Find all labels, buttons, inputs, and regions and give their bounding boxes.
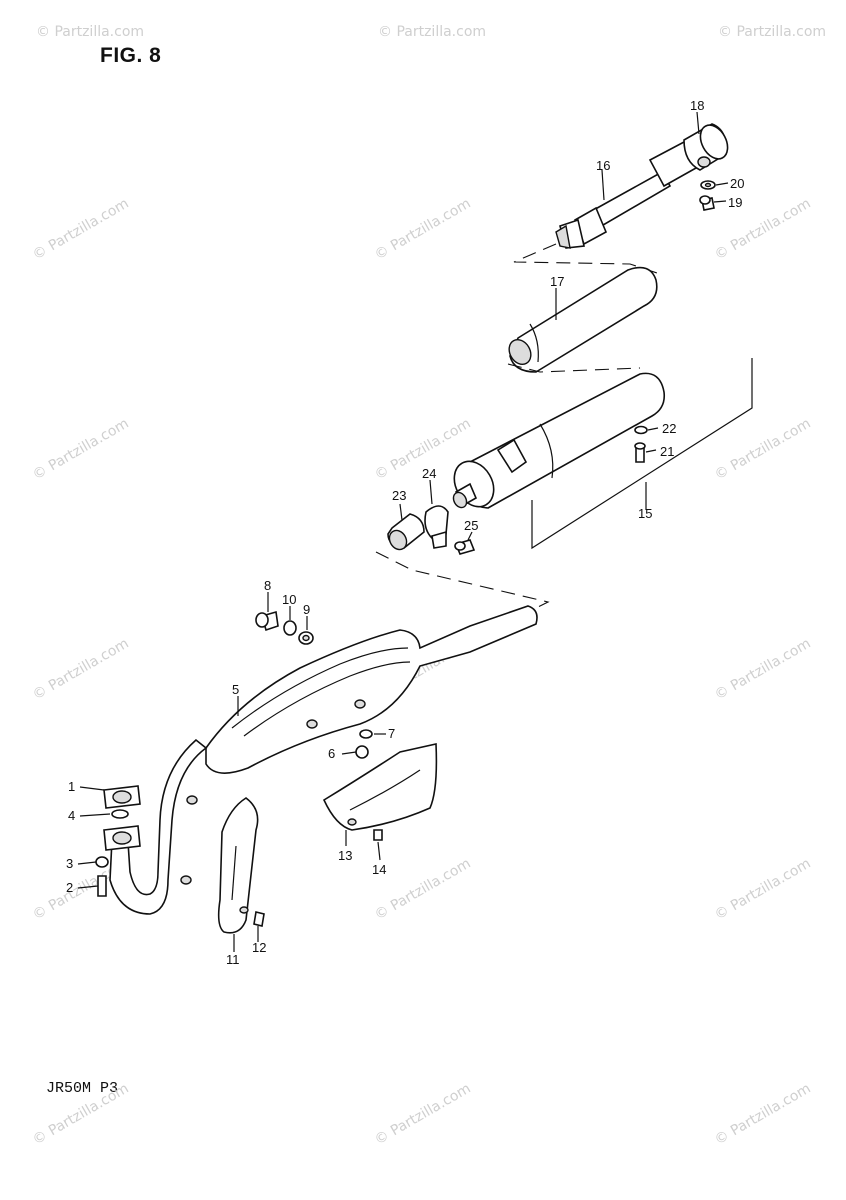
leader-lines — [77, 111, 729, 952]
callout-19: 19 — [728, 195, 742, 210]
part-7-washer — [359, 729, 373, 739]
callout-14: 14 — [372, 862, 386, 877]
pipe-flange — [103, 825, 141, 851]
watermark: © Partzilla.com — [36, 24, 144, 40]
callout-4: 4 — [68, 808, 75, 823]
callout-21: 21 — [660, 444, 674, 459]
part-16-inner-pipe — [555, 140, 698, 249]
part-21-bolt — [634, 442, 646, 463]
watermark: © Partzilla.com — [378, 24, 486, 40]
callout-12: 12 — [252, 940, 266, 955]
part-13-heat-guard — [322, 743, 438, 831]
callout-16: 16 — [596, 158, 610, 173]
part-22-washer — [634, 425, 648, 435]
callout-11: 11 — [226, 952, 240, 967]
callout-20: 20 — [730, 176, 744, 191]
callout-17: 17 — [550, 274, 564, 289]
callout-labels: 16 18 20 19 17 22 21 15 23 24 25 8 10 9 … — [66, 98, 744, 967]
watermark: © Partzilla.com — [372, 196, 474, 264]
part-14-screw — [373, 829, 383, 841]
watermark: © Partzilla.com — [718, 24, 826, 40]
callout-25: 25 — [464, 518, 478, 533]
part-10-washer — [283, 620, 297, 636]
watermark: © Partzilla.com — [30, 416, 132, 484]
callout-15: 15 — [638, 506, 652, 521]
watermark: © Partzilla.com — [712, 636, 814, 704]
callout-23: 23 — [392, 488, 406, 503]
part-19-screw — [699, 195, 715, 211]
part-24-clamp — [424, 505, 449, 549]
callout-2: 2 — [66, 880, 73, 895]
watermark: © Partzilla.com — [372, 1081, 474, 1149]
callout-7: 7 — [388, 726, 395, 741]
watermark: © Partzilla.com — [712, 1081, 814, 1149]
callout-18: 18 — [690, 98, 704, 113]
callout-1: 1 — [68, 779, 75, 794]
part-25-bolt — [454, 539, 476, 555]
watermark: © Partzilla.com — [712, 856, 814, 924]
part-6-bolt — [355, 745, 369, 759]
part-1-gasket — [103, 785, 141, 809]
watermark: © Partzilla.com — [712, 416, 814, 484]
part-3-nut — [95, 856, 109, 868]
callout-24: 24 — [422, 466, 436, 481]
callout-9: 9 — [303, 602, 310, 617]
model-code: JR50M P3 — [46, 1080, 119, 1097]
callout-22: 22 — [662, 421, 676, 436]
callout-5: 5 — [232, 682, 239, 697]
watermarks: © Partzilla.com © Partzilla.com © Partzi… — [30, 24, 826, 1148]
figure-title: FIG. 8 — [100, 44, 162, 67]
part-5-exhaust-pipe — [109, 605, 538, 915]
callout-8: 8 — [264, 578, 271, 593]
part-12-screw — [253, 911, 265, 927]
part-9-gasket — [298, 631, 314, 645]
callout-10: 10 — [282, 592, 296, 607]
watermark: © Partzilla.com — [30, 196, 132, 264]
callout-6: 6 — [328, 746, 335, 761]
part-8-bolt — [255, 610, 279, 632]
part-4-ring — [111, 809, 129, 819]
part-17-muffler-tube — [508, 266, 658, 373]
watermark: © Partzilla.com — [30, 636, 132, 704]
watermark: © Partzilla.com — [30, 1081, 132, 1149]
part-2-stud — [97, 875, 107, 897]
part-20-washer — [700, 180, 716, 190]
callout-13: 13 — [338, 848, 352, 863]
part-11-protector — [217, 797, 259, 934]
part-15-outline — [531, 358, 753, 550]
callout-3: 3 — [66, 856, 73, 871]
part-23-gasket — [387, 513, 425, 551]
watermark: © Partzilla.com — [372, 856, 474, 924]
part-18-tail-cap — [683, 123, 729, 171]
part-15-muffler — [452, 372, 666, 509]
